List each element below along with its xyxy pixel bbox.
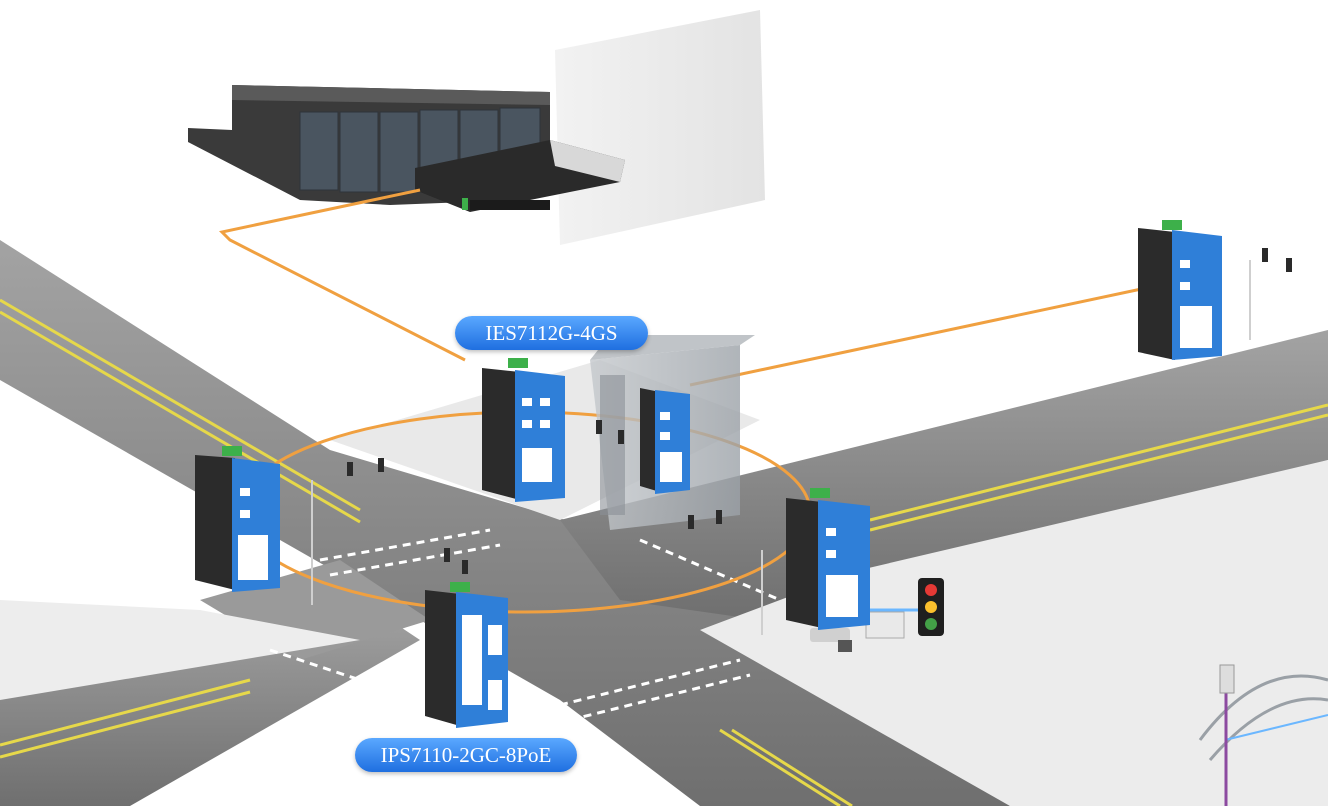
lane-line bbox=[731, 728, 853, 806]
industrial-switch-icon bbox=[482, 358, 565, 502]
industrial-switch-icon bbox=[1138, 220, 1222, 360]
road-diagonal bbox=[0, 240, 1010, 806]
signal-heads bbox=[347, 248, 1292, 574]
model-label-top: IES7112G-4GS bbox=[455, 316, 648, 350]
model-label-bottom: IPS7110-2GC-8PoE bbox=[355, 738, 577, 772]
fiber-uplink bbox=[218, 188, 466, 362]
server-rack-icon bbox=[415, 140, 625, 212]
industrial-switch-icon bbox=[786, 488, 870, 630]
lane-line bbox=[869, 413, 1328, 532]
sidewalk-right bbox=[700, 460, 1328, 806]
sidewalk-left bbox=[0, 600, 360, 700]
data-center-building bbox=[188, 10, 765, 245]
building-top-edge bbox=[232, 85, 550, 105]
industrial-switch-icon bbox=[425, 582, 508, 728]
glass-wall bbox=[555, 10, 765, 245]
industrial-switch-icon bbox=[195, 446, 280, 592]
fiber-remote bbox=[689, 283, 1161, 387]
traffic-devices bbox=[311, 248, 1328, 806]
road-right bbox=[560, 330, 1328, 620]
lane-line bbox=[0, 678, 251, 747]
lane-line bbox=[0, 310, 361, 524]
crosswalks bbox=[269, 528, 781, 722]
camera-icon bbox=[810, 628, 852, 652]
lane-line bbox=[0, 690, 251, 759]
poles bbox=[311, 260, 1251, 635]
industrial-switch-icon bbox=[640, 388, 690, 494]
gantry bbox=[1198, 664, 1328, 806]
lane-line bbox=[719, 728, 841, 806]
lane-line bbox=[869, 403, 1328, 522]
lane-line bbox=[0, 298, 361, 512]
